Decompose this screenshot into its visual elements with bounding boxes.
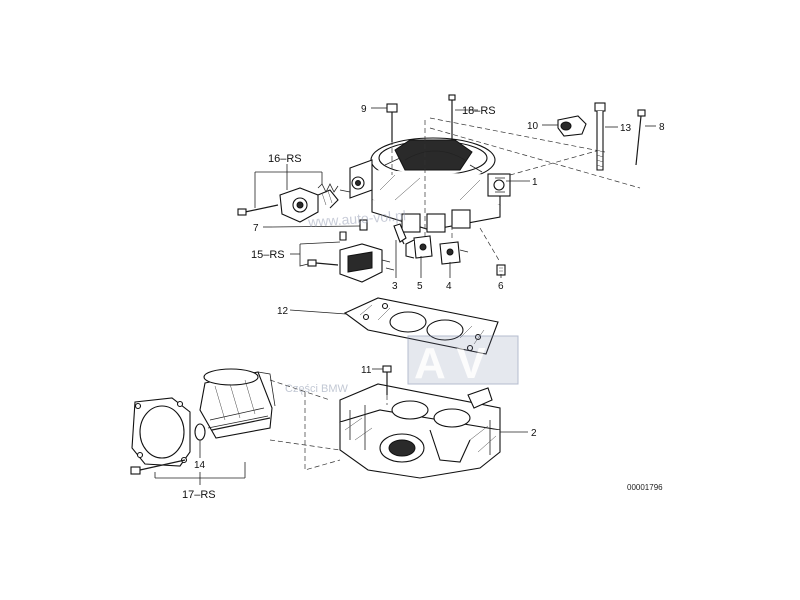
callout-13: 13 <box>620 123 632 134</box>
callout-9: 9 <box>361 104 367 115</box>
callout-17-rs: 17–RS <box>182 489 216 501</box>
callout-11: 11 <box>361 365 372 376</box>
callout-7: 7 <box>253 223 259 234</box>
bracket-10-part <box>557 115 587 137</box>
plug-6-part <box>496 264 506 276</box>
jet-4-part <box>439 241 469 265</box>
callout-8: 8 <box>659 122 665 133</box>
pin-7-part <box>271 219 368 231</box>
screw-9-part <box>386 103 398 142</box>
watermark-url: www.auto-vol.pl <box>307 207 407 230</box>
gasket-12-part <box>343 297 499 355</box>
watermark-logo-letters: A V <box>414 339 486 388</box>
watermark-logo: A V <box>407 335 519 388</box>
assembly-15-part <box>307 231 395 283</box>
filter-housing-part <box>199 368 276 439</box>
callout-4: 4 <box>446 281 452 292</box>
callout-12: 12 <box>277 306 289 317</box>
assembly-16-part <box>237 183 351 223</box>
callout-5: 5 <box>417 281 423 292</box>
callout-1: 1 <box>532 177 538 188</box>
pin-8-part <box>635 109 646 166</box>
needle-3-part <box>393 223 407 245</box>
flange-17-part <box>131 397 191 467</box>
callout-10: 10 <box>527 121 539 132</box>
jet-5-part <box>405 235 433 259</box>
carburetor-lower-body <box>339 383 501 479</box>
watermark-brand: Części BMW <box>285 383 349 395</box>
callout-14: 14 <box>194 460 206 471</box>
callout-16-rs: 16–RS <box>268 153 302 165</box>
bolt-17-part <box>130 459 186 475</box>
diagram-reference-number: 00001796 <box>627 483 663 492</box>
leader-lines <box>154 107 656 485</box>
construction-lines-upper <box>391 117 641 263</box>
callout-6: 6 <box>498 281 504 292</box>
bolt-13-part <box>594 102 606 171</box>
callout-18-rs: 18–RS <box>462 105 496 117</box>
o-ring-14-part <box>194 423 206 441</box>
callout-15-rs: 15–RS <box>251 249 285 261</box>
carburetor-upper-body <box>349 137 511 233</box>
callout-2: 2 <box>531 428 537 439</box>
stud-18-part <box>448 94 456 140</box>
callout-3: 3 <box>392 281 398 292</box>
construction-lines-lower <box>269 379 388 471</box>
